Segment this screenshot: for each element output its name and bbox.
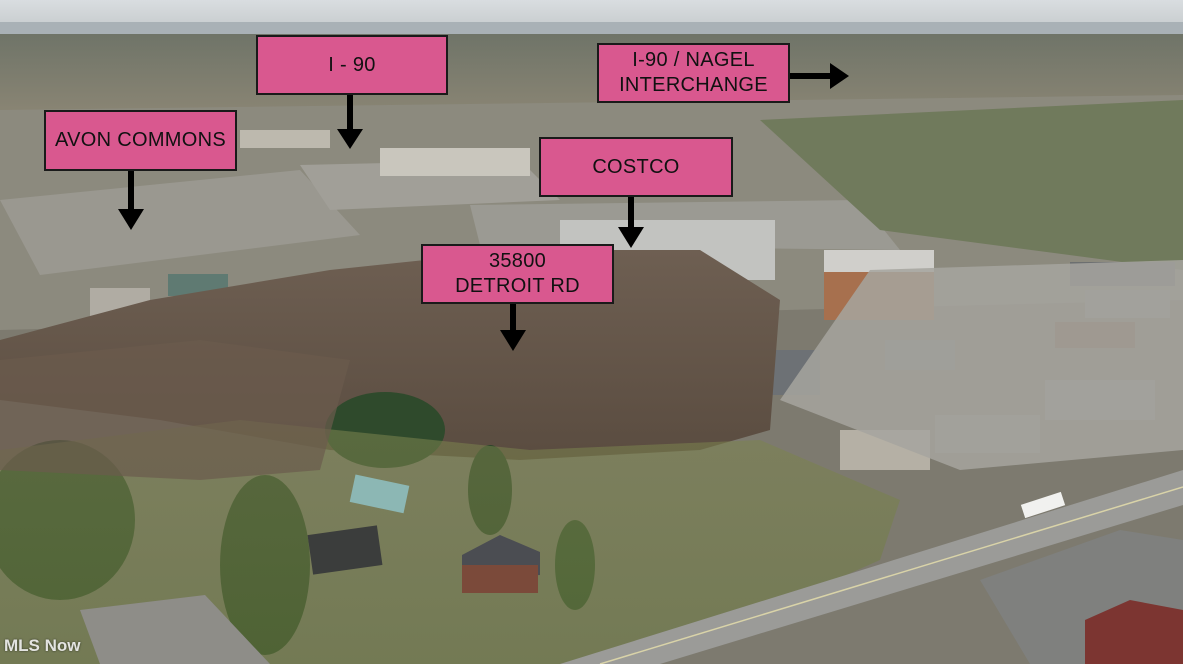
store-building [240,130,330,148]
residential-area [760,100,1183,270]
lake-horizon [0,22,1183,36]
label-site-address: 35800 DETROIT RD [421,244,614,304]
truck [1020,491,1066,519]
arrow-down-icon [118,171,144,230]
label-interchange-line2: INTERCHANGE [619,74,768,96]
parking-lot [780,260,1183,470]
store-building [380,148,530,176]
label-avon-commons-text: AVON COMMONS [54,129,226,151]
lawn [0,420,900,664]
pool [349,474,410,514]
label-i90-text: I - 90 [328,53,376,76]
parking-lot [0,170,360,275]
parking-lot [80,595,270,664]
label-site-line2: DETROIT RD [455,275,580,297]
tennis-court [307,525,383,575]
label-interchange-line1: I-90 / NAGEL [632,49,755,71]
label-site-line1: 35800 [488,250,547,272]
arrow-down-icon [500,304,526,351]
arrow-down-icon [337,95,363,149]
bare-trees [0,340,350,480]
label-interchange: I-90 / NAGEL INTERCHANGE [597,43,790,103]
arrow-right-icon [790,63,849,89]
commercial-building [1085,600,1183,664]
arrow-down-icon [618,197,644,248]
label-i90: I - 90 [256,35,448,95]
road-line [599,486,1183,664]
hotel-roof [824,250,934,272]
label-costco: COSTCO [539,137,733,197]
detroit-road [560,470,1183,664]
watermark: MLS Now [4,636,81,655]
label-avon-commons: AVON COMMONS [44,110,237,171]
house [462,565,538,593]
label-costco-text: COSTCO [592,155,680,178]
